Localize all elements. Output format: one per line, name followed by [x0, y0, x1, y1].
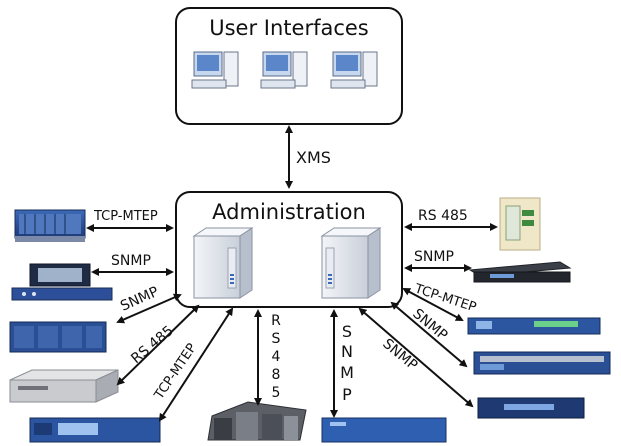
line-card-modules-device	[207, 401, 307, 441]
encoder-device	[11, 263, 113, 301]
server-icon	[192, 227, 254, 299]
administration-box: Administration	[175, 191, 403, 308]
rs485-vertical-char: S	[272, 331, 281, 347]
snmp-vertical-char: N	[341, 342, 353, 361]
blue-chassis-device	[467, 317, 601, 335]
blue-bar-device	[321, 417, 447, 443]
snmp-label: SNMP	[111, 253, 151, 269]
rs485-vertical-char: R	[271, 313, 281, 329]
snmp-label: SNMP	[414, 249, 454, 265]
workstation-icon	[260, 51, 308, 89]
rs485-label: RS 485	[128, 323, 176, 367]
blue-silver-chassis-device	[473, 351, 611, 375]
rs485-vertical-label: R S 4 8 5	[271, 313, 281, 401]
user-interfaces-box: User Interfaces	[175, 7, 403, 125]
rack-unit-device	[9, 321, 107, 353]
administration-title: Administration	[212, 200, 366, 224]
snmp-vertical-char: S	[342, 322, 352, 341]
user-interfaces-title: User Interfaces	[209, 16, 369, 40]
rs485-vertical-char: 8	[272, 367, 281, 383]
tcp-mtep-link-arrow	[158, 307, 234, 422]
xms-label: XMS	[296, 148, 331, 167]
dark-rack-device	[468, 261, 572, 283]
workstation-icon	[330, 51, 378, 89]
server-icon	[320, 227, 382, 299]
snmp-vertical-char: P	[342, 385, 352, 404]
blue-rack-device	[29, 417, 161, 443]
rs485-converter-device	[499, 197, 541, 251]
snmp-vertical-label: S N M P	[340, 322, 354, 404]
snmp-link-arrow	[358, 307, 474, 408]
silver-rack-device	[9, 369, 119, 403]
workstation-icon	[191, 51, 239, 89]
snmp-label: SNMP	[118, 284, 161, 315]
rs485-vertical-char: 4	[272, 349, 281, 365]
rs485-vertical-char: 5	[272, 385, 281, 401]
dark-blue-rack-device	[477, 397, 585, 419]
rs485-label: RS 485	[418, 208, 468, 224]
snmp-vertical-char: M	[340, 363, 354, 382]
network-chassis-device	[14, 209, 86, 242]
tcp-mtep-label: TCP-MTEP	[93, 209, 158, 224]
